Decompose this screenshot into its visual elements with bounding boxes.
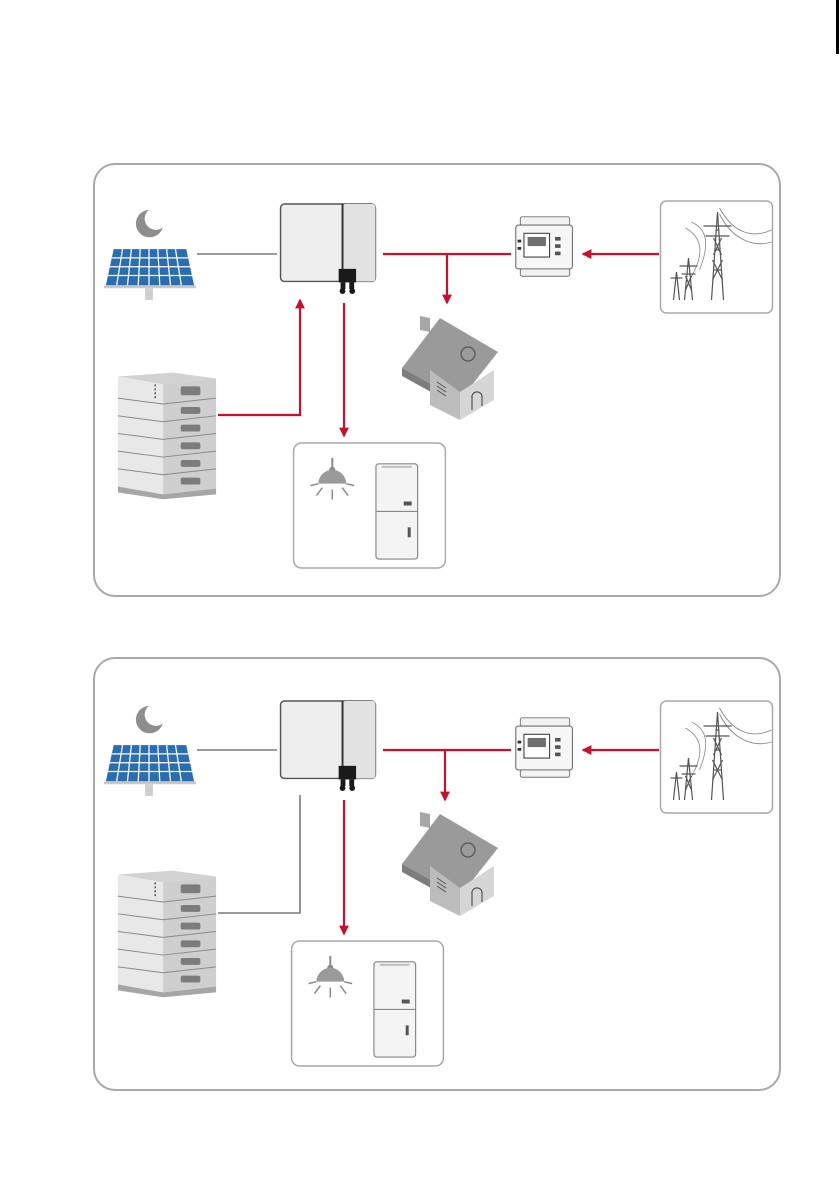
battery-to-inverter-arrow	[218, 300, 300, 415]
battery-stack-icon	[118, 373, 216, 500]
power-grid-icon	[661, 201, 773, 313]
battery-to-inverter-link	[218, 795, 300, 913]
battery-stack-icon	[118, 871, 216, 998]
solar-panel-night-icon	[104, 706, 196, 796]
backup-loads-icon	[294, 443, 446, 568]
energy-meter-icon	[516, 718, 573, 777]
house-icon	[402, 316, 498, 420]
house-icon	[402, 812, 498, 916]
scene-1-battery-discharging	[104, 201, 773, 568]
solar-panel-night-icon	[104, 210, 196, 300]
power-grid-icon	[661, 701, 773, 813]
energy-meter-icon	[516, 217, 573, 276]
backup-loads-icon	[292, 941, 444, 1066]
inverter-icon	[281, 204, 376, 294]
scene-2-battery-idle	[104, 701, 773, 1066]
inverter-icon	[281, 701, 376, 791]
